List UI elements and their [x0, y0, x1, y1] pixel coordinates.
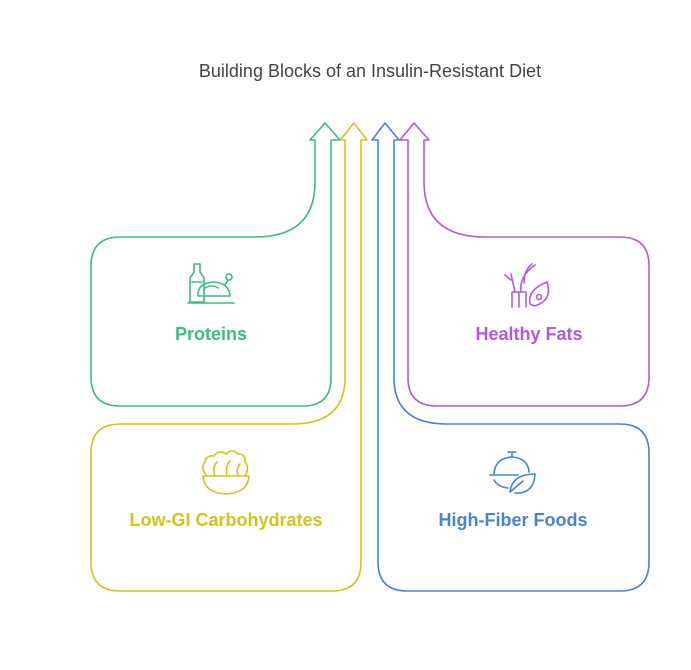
high-fiber-foods-label: High-Fiber Foods: [439, 510, 588, 530]
cloche-with-leaf-icon: [489, 451, 536, 494]
proteins-label: Proteins: [175, 324, 247, 344]
block-proteins: Proteins: [90, 122, 341, 407]
low-gi-carbohydrates-label: Low-GI Carbohydrates: [129, 510, 322, 530]
block-healthy-fats: Healthy Fats: [399, 122, 650, 407]
proteins-outline-arrow: [90, 122, 341, 407]
salad-bowl-icon: [202, 450, 250, 495]
healthy-fats-outline-arrow: [399, 122, 650, 407]
block-high-fiber-foods: High-Fiber Foods: [371, 122, 650, 592]
chicken-and-bottle-icon: [187, 263, 235, 304]
diagram-title: Building Blocks of an Insulin-Resistant …: [199, 61, 541, 81]
high-fiber-foods-outline-arrow: [371, 122, 650, 592]
healthy-fats-label: Healthy Fats: [475, 324, 582, 344]
plant-and-avocado-icon: [504, 263, 550, 308]
block-low-gi-carbohydrates: Low-GI Carbohydrates: [90, 122, 368, 592]
low-gi-carbohydrates-outline-arrow: [90, 122, 368, 592]
